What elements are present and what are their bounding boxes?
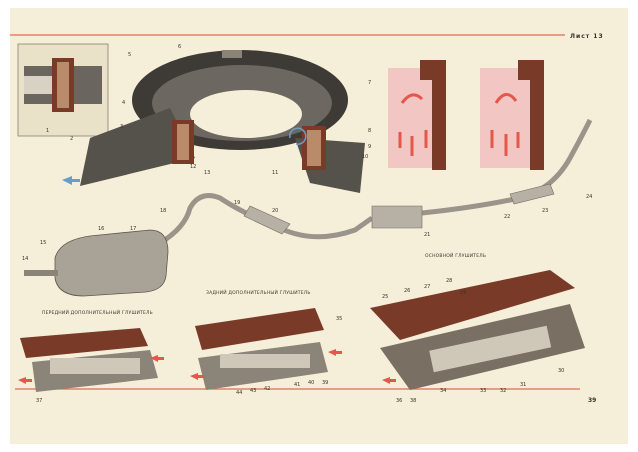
callout: 8 [368,128,371,134]
callout: 37 [36,398,42,404]
gas-flow-panel-left [388,60,446,170]
callout: 27 [424,284,430,290]
callout-labels: 1 2 3 4 5 6 7 8 9 10 11 12 13 14 15 16 1… [22,44,592,404]
callout: 15 [40,240,46,246]
callout: 40 [308,380,314,386]
exhaust-system-illustration: Лист 13 39 [10,33,604,404]
callout: 34 [440,388,446,394]
callout: 35 [336,316,342,322]
callout: 7 [368,80,371,86]
callout: 11 [272,170,278,176]
callout: 31 [520,382,526,388]
callout: 16 [98,226,104,232]
callout: 44 [236,390,242,396]
callout: 9 [368,144,371,150]
exhaust-pipe [158,118,593,246]
front-muffler-cutaway [18,328,164,392]
caption-front-muffler: ПЕРЕДНИЙ ДОПОЛНИТЕЛЬНЫЙ ГЛУШИТЕЛЬ [42,309,153,316]
callout: 36 [396,398,402,404]
callout: 38 [410,398,416,404]
rear-muffler-cutaway [190,308,342,390]
callout: 20 [272,208,278,214]
gas-flow-panel-right [480,60,544,170]
callout: 39 [322,380,328,386]
caption-rear-muffler: ЗАДНИЙ ДОПОЛНИТЕЛЬНЫЙ ГЛУШИТЕЛЬ [206,289,311,296]
callout: 22 [504,214,510,220]
callout: 14 [22,256,28,262]
callout: 33 [480,388,486,394]
callout: 24 [586,194,592,200]
callout: 43 [250,388,256,394]
main-muffler [24,229,169,297]
callout: 21 [424,232,430,238]
callout: 12 [190,164,196,170]
callout: 30 [558,368,564,374]
callout: 3 [120,124,123,130]
callout: 25 [382,294,388,300]
callout: 42 [264,386,270,392]
callout: 26 [404,288,410,294]
callout: 17 [130,226,136,232]
callout: 28 [446,278,452,284]
callout: 2 [70,136,73,142]
callout: 19 [234,200,240,206]
inset-detail [17,43,109,137]
callout: 10 [362,154,368,160]
callout: 5 [128,52,131,58]
callout: 1 [46,128,49,134]
callout: 23 [542,208,548,214]
page-number: 39 [588,397,596,404]
callout: 18 [160,208,166,214]
diagram-sheet: Лист 13 39 [10,8,628,444]
main-muffler-cutaway [370,270,585,390]
callout: 4 [122,100,125,106]
callout: 13 [204,170,210,176]
callout: 32 [500,388,506,394]
callout: 29 [460,290,466,296]
callout: 6 [178,44,181,50]
callout: 41 [294,382,300,388]
caption-main-muffler: ОСНОВНОЙ ГЛУШИТЕЛЬ [425,252,486,259]
resonator-housing [62,50,365,193]
sheet-header: Лист 13 [570,33,604,40]
